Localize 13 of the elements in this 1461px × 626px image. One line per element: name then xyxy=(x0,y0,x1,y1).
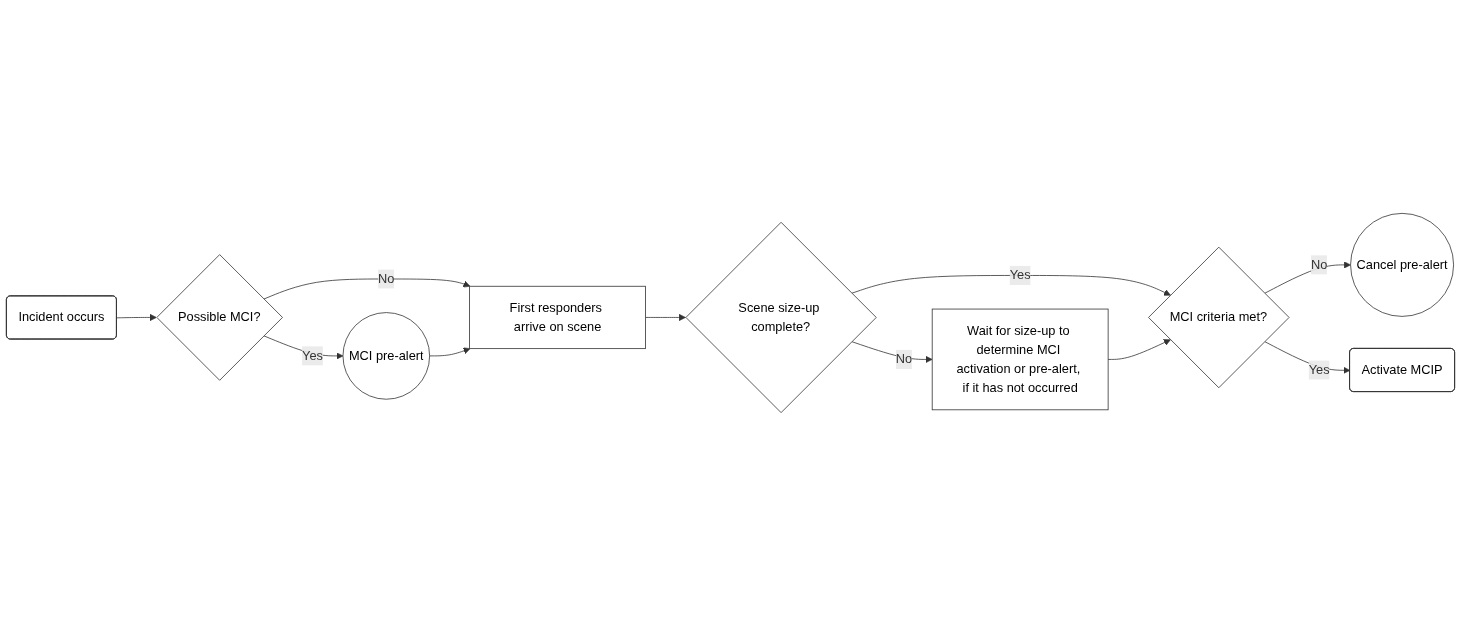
node-box: Wait for size-up to determine MCI activation or pre-alert, if it has not occurred xyxy=(931,308,1109,411)
edge-label: Yes xyxy=(1009,268,1031,282)
edge-label: No xyxy=(378,271,395,286)
node-diamond: MCI criteria met? xyxy=(1148,246,1290,389)
node-diamond: Possible MCI? xyxy=(156,254,283,381)
edge-label: Yes xyxy=(302,348,323,363)
edge-label: No xyxy=(895,352,913,366)
edge-label: Yes xyxy=(1308,362,1330,377)
node-box: First responders arrive on scene xyxy=(469,285,646,350)
node-circle: Cancel pre-alert xyxy=(1350,213,1454,317)
edge-label: No xyxy=(1310,257,1328,272)
node-circle: MCI pre-alert xyxy=(342,312,430,400)
node-diamond: Scene size-up complete? xyxy=(685,221,877,413)
